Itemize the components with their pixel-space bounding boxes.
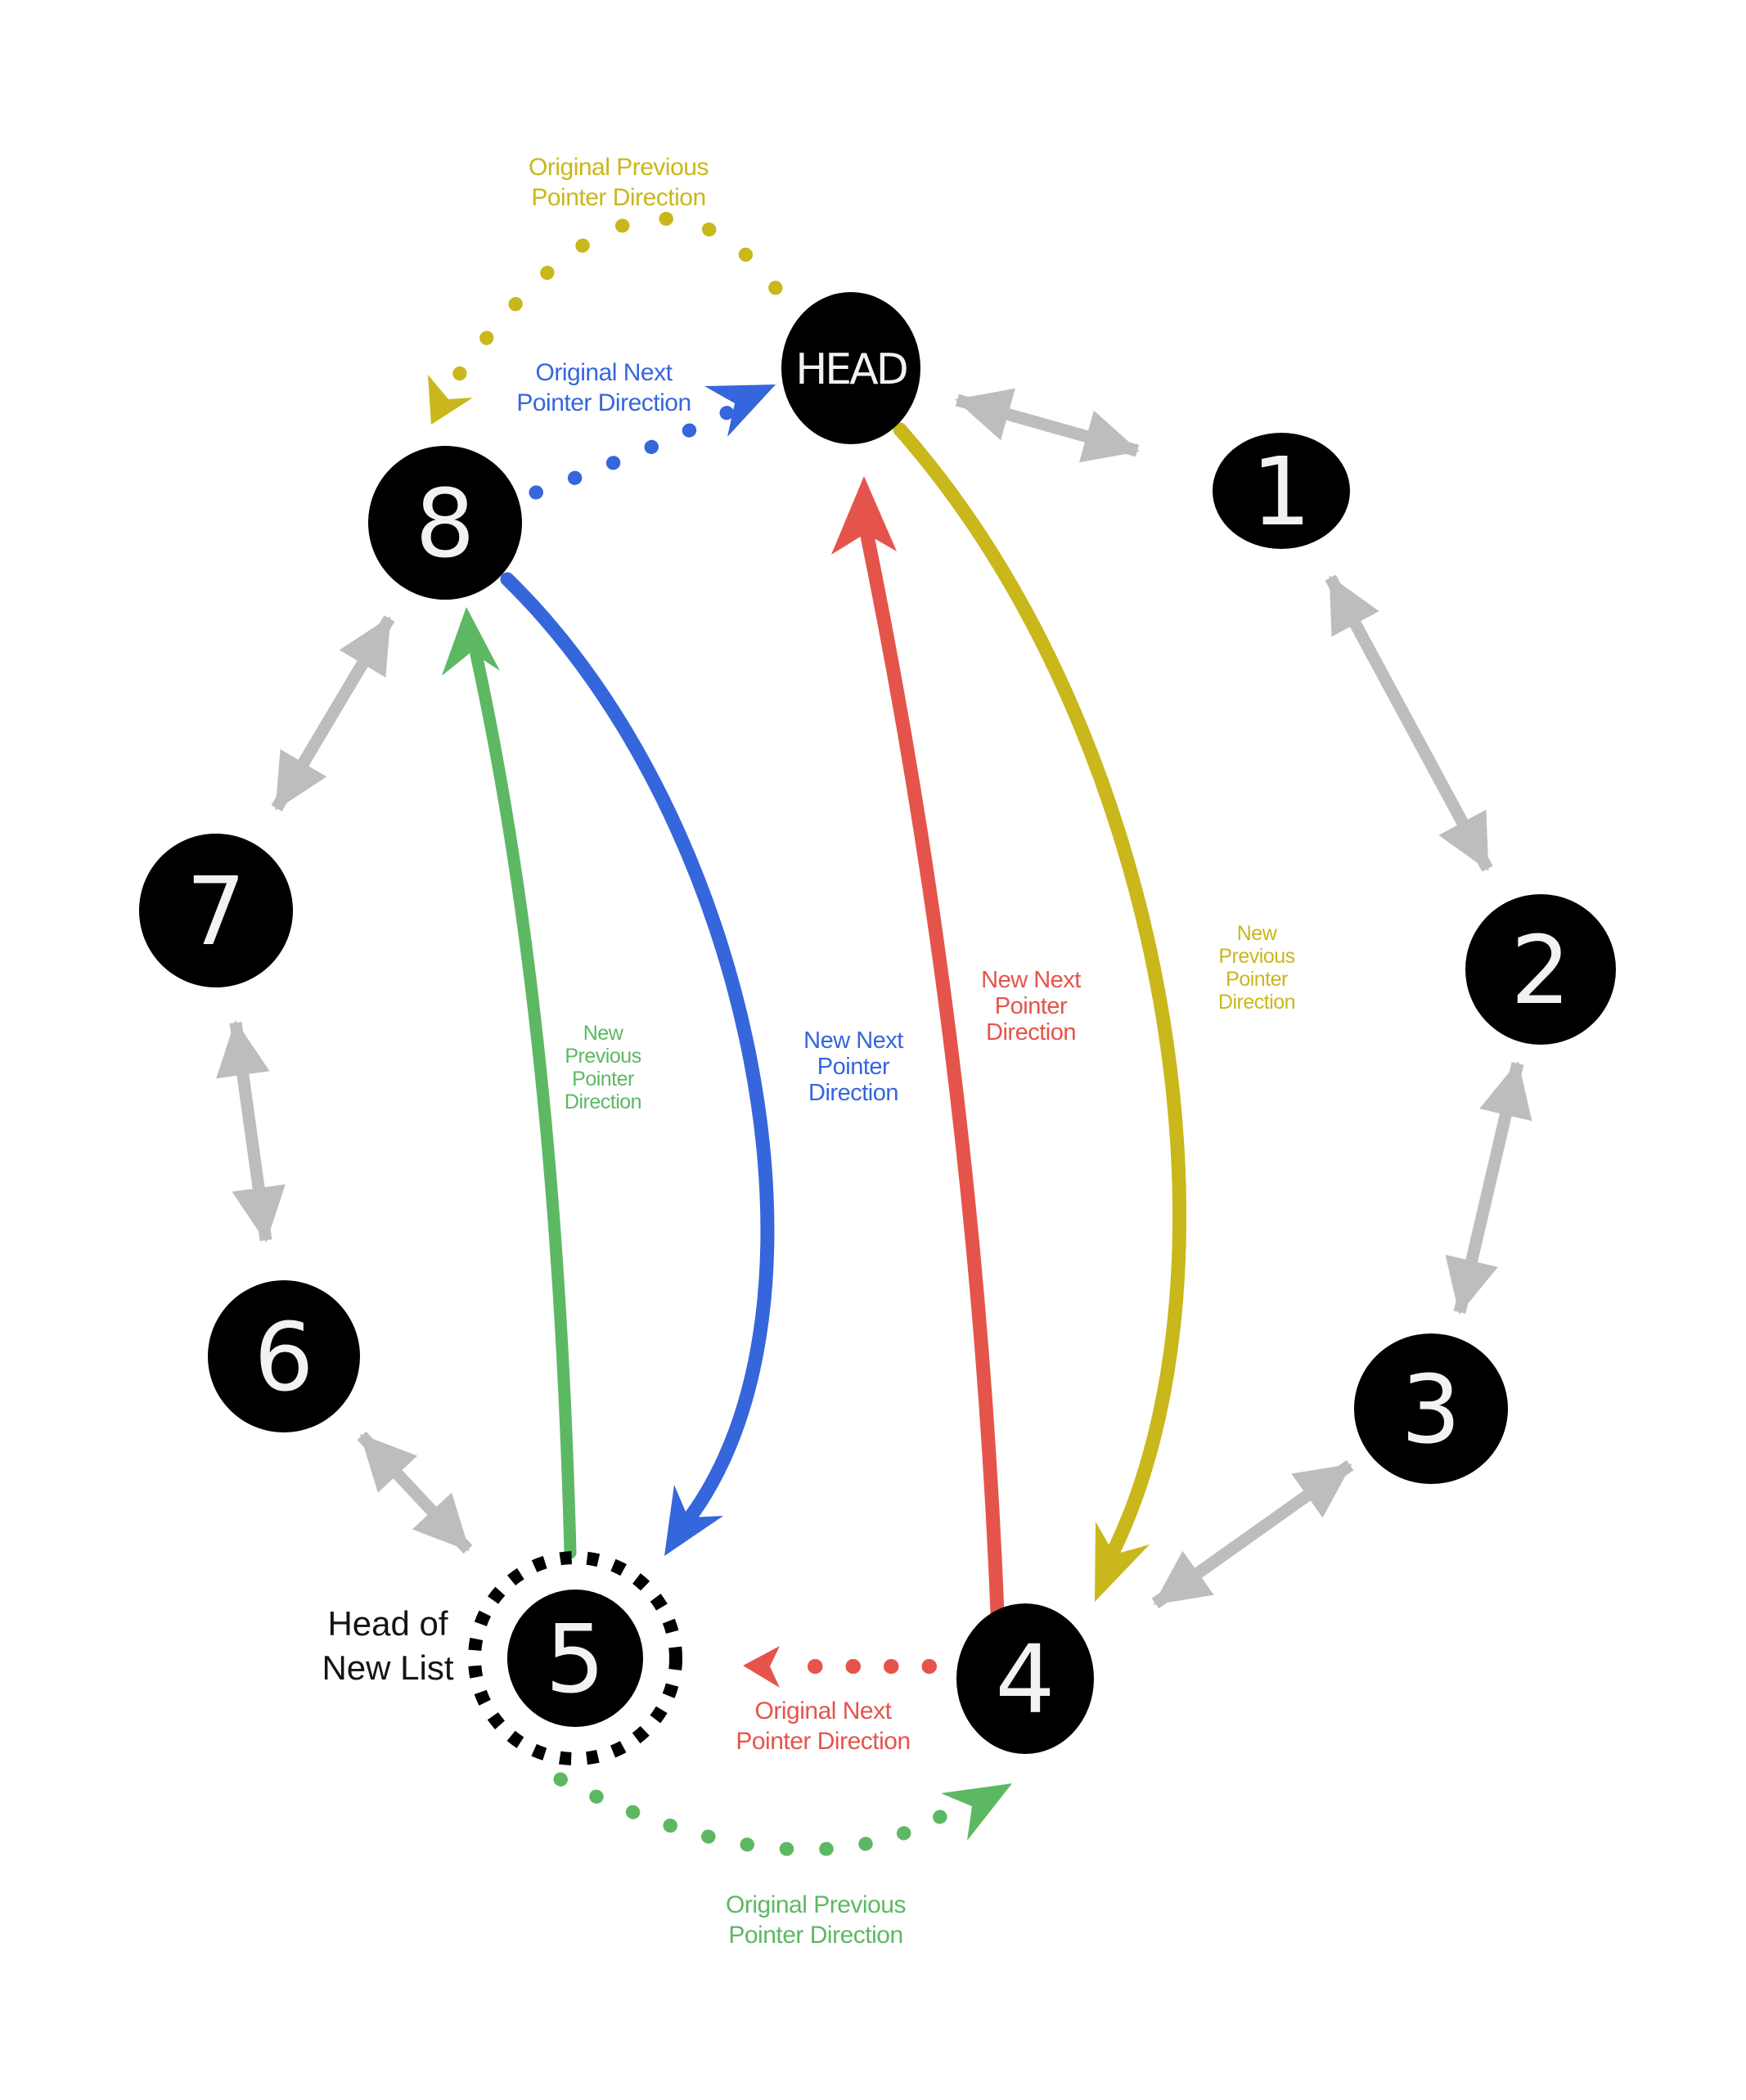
- node-3-label: 3: [1401, 1356, 1460, 1465]
- arrow-new-previous-right: [893, 422, 1187, 1602]
- node-7-label: 7: [186, 857, 245, 967]
- new-next-left-arrowhead: [664, 1485, 723, 1556]
- node-6-label: 6: [254, 1303, 313, 1413]
- label-new-previous-left: New Previous Pointer Direction: [564, 1022, 642, 1113]
- label-new-next-left: New Next Pointer Direction: [803, 1028, 903, 1106]
- link-5-6: [357, 1431, 473, 1554]
- original-next-bottom-arrowhead: [743, 1646, 780, 1688]
- original-next-top-path: [529, 400, 745, 500]
- node-5-label: 5: [545, 1605, 605, 1715]
- node-4-circle: [956, 1603, 1094, 1754]
- arrow-original-next-bottom: [743, 1646, 937, 1688]
- node-5: 5: [468, 1551, 682, 1765]
- arrow-original-next-top: [529, 384, 776, 500]
- node-1-label: 1: [1251, 438, 1311, 547]
- node-2-label: 2: [1510, 916, 1570, 1026]
- label-new-next-right: New Next Pointer Direction: [981, 967, 1081, 1046]
- node-head: HEAD: [781, 292, 920, 444]
- label-original-next-top: Original Next Pointer Direction: [516, 359, 691, 416]
- original-previous-bottom-path: [553, 1772, 969, 1857]
- new-head-dashed-ring: [468, 1551, 682, 1765]
- link-7-8: [271, 615, 395, 812]
- node-8: 8: [368, 446, 522, 600]
- node-8-circle: [368, 446, 522, 600]
- node-8-label: 8: [415, 470, 475, 579]
- node-3-circle: [1354, 1333, 1508, 1484]
- link-1-2: [1325, 574, 1493, 872]
- node-4: 4: [956, 1603, 1094, 1754]
- new-next-right-path: [859, 524, 1005, 1621]
- node-7: 7: [139, 834, 293, 987]
- node-1-circle: [1213, 433, 1350, 549]
- label-new-previous-right: New Previous Pointer Direction: [1217, 922, 1296, 1014]
- arrow-original-previous-bottom: [553, 1772, 1012, 1857]
- new-previous-left-path: [470, 648, 577, 1559]
- node-4-label: 4: [995, 1626, 1055, 1735]
- label-head-of-new-list: Head of New List: [322, 1604, 454, 1687]
- arrow-new-next-right: [831, 476, 1005, 1621]
- new-previous-left-arrowhead: [442, 607, 500, 676]
- node-5-circle: [507, 1590, 643, 1727]
- nodes-group: HEAD 1 2 3 4 5: [139, 292, 1616, 1765]
- original-previous-bottom-arrowhead: [941, 1783, 1012, 1841]
- original-previous-top-arrowhead: [428, 375, 473, 425]
- new-previous-right-path: [893, 422, 1187, 1560]
- gray-links-group: [216, 388, 1532, 1609]
- label-original-next-bottom: Original Next Pointer Direction: [736, 1698, 911, 1755]
- label-original-previous-top: Original Previous Pointer Direction: [529, 154, 709, 211]
- node-head-circle: [781, 292, 920, 444]
- node-2-circle: [1465, 894, 1616, 1045]
- node-6: 6: [208, 1280, 360, 1432]
- new-previous-right-arrowhead: [1095, 1522, 1150, 1602]
- node-head-label: HEAD: [795, 345, 907, 394]
- node-3: 3: [1354, 1333, 1508, 1484]
- arrow-original-previous-top: [428, 211, 783, 425]
- new-next-right-arrowhead: [831, 476, 897, 555]
- original-next-top-arrowhead: [704, 384, 776, 437]
- link-3-4: [1151, 1459, 1354, 1609]
- original-previous-top-path: [449, 211, 783, 385]
- link-6-7: [216, 1020, 286, 1243]
- label-original-previous-bottom: Original Previous Pointer Direction: [726, 1891, 906, 1949]
- node-2: 2: [1465, 894, 1616, 1045]
- node-7-circle: [139, 834, 293, 987]
- new-next-left-path: [500, 572, 775, 1531]
- link-head-1: [955, 388, 1140, 463]
- node-1: 1: [1213, 433, 1350, 549]
- link-2-3: [1445, 1061, 1532, 1315]
- arrow-new-next-left: [500, 572, 775, 1556]
- arrow-new-previous-left: [442, 607, 577, 1559]
- node-6-circle: [208, 1280, 360, 1432]
